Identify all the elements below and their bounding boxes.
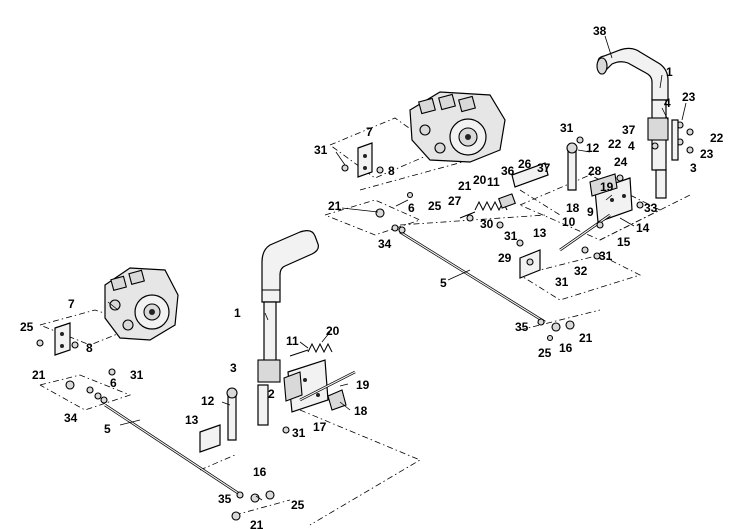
- callout-10: 10: [562, 215, 576, 229]
- bracket-lower: [54, 322, 71, 356]
- callout-22-b: 22: [710, 131, 724, 145]
- callout-7-lower: 7: [68, 297, 75, 311]
- link-12-upper: [566, 142, 578, 191]
- callout-13-lower: 13: [185, 413, 199, 427]
- callouts: 38 1 23 4 37 22 4 22 23 3 31 12 26 37 24…: [20, 24, 724, 529]
- spring-lower: [289, 342, 333, 357]
- callout-16-lower: 16: [253, 465, 267, 479]
- callout-21-lower-b: 21: [250, 518, 264, 529]
- pivot-shaft-upper: [559, 213, 611, 252]
- callout-6-upper: 6: [408, 201, 415, 215]
- callout-1-lower: 1: [234, 306, 241, 320]
- pivot-plate-upper: [589, 173, 633, 223]
- callout-11-lower: 11: [286, 334, 299, 348]
- callout-34-upper: 34: [378, 237, 392, 251]
- callout-19-upper: 19: [600, 180, 614, 194]
- callout-25-upper-b: 25: [538, 346, 552, 360]
- callout-9: 9: [587, 205, 594, 219]
- callout-31-lower-a: 31: [130, 368, 144, 382]
- callout-37-b: 37: [537, 161, 551, 175]
- callout-21-upper-c: 21: [579, 331, 593, 345]
- callout-2: 2: [268, 387, 275, 401]
- hydro-pump-upper: [409, 91, 506, 163]
- block-18-lower: [327, 389, 347, 411]
- callout-20-upper: 20: [473, 173, 487, 187]
- mount-bolts-right: [671, 119, 694, 161]
- callout-37-a: 37: [622, 123, 636, 137]
- callout-5-lower: 5: [104, 422, 111, 436]
- callout-13-upper: 13: [533, 226, 547, 240]
- control-rod-lower: [104, 403, 239, 495]
- callout-8-upper: 8: [388, 164, 395, 178]
- callout-21-lower-a: 21: [32, 368, 46, 382]
- link-26-upper: [511, 162, 549, 188]
- callout-25-lower-b: 25: [291, 498, 305, 512]
- bracket-13-lower: [199, 424, 221, 453]
- link-12-lower: [226, 387, 238, 441]
- callout-29: 29: [498, 251, 512, 265]
- callout-26: 26: [518, 157, 532, 171]
- callout-36: 36: [501, 164, 515, 178]
- callout-30: 30: [480, 217, 494, 231]
- callout-20-lower: 20: [326, 324, 340, 338]
- control-handle-right: [596, 47, 669, 199]
- callout-5-upper: 5: [440, 276, 447, 290]
- callout-27: 27: [448, 194, 462, 208]
- callout-33: 33: [644, 201, 658, 215]
- callout-21-upper-a: 21: [458, 179, 472, 193]
- callout-31-a: 31: [560, 121, 574, 135]
- callout-24: 24: [614, 155, 628, 169]
- spring-upper: [459, 193, 516, 219]
- leader-lines: [107, 35, 687, 501]
- callout-31-d: 31: [555, 275, 569, 289]
- callout-1-upper: 1: [666, 65, 673, 79]
- callout-31-b: 31: [504, 229, 518, 243]
- callout-7-upper: 7: [366, 125, 373, 139]
- callout-21-upper-b: 21: [328, 199, 342, 213]
- callout-6-lower: 6: [110, 376, 117, 390]
- callout-23-a: 23: [682, 90, 696, 104]
- callout-4-b: 4: [628, 139, 635, 153]
- callout-16-upper: 16: [559, 341, 573, 355]
- callout-3-upper: 3: [690, 161, 697, 175]
- callout-14: 14: [636, 221, 650, 235]
- callout-35-upper: 35: [515, 320, 529, 334]
- callout-35-lower: 35: [218, 492, 232, 506]
- control-rod-upper: [399, 230, 546, 324]
- control-handle-left: [257, 230, 319, 426]
- pivot-plate-lower: [283, 359, 329, 413]
- callout-31-lower-b: 31: [292, 426, 306, 440]
- callout-25-upper: 25: [428, 199, 442, 213]
- callout-22-a: 22: [608, 137, 622, 151]
- callout-17: 17: [313, 420, 327, 434]
- hydro-pump-lower: [104, 267, 179, 341]
- callout-15: 15: [617, 235, 631, 249]
- callout-34-lower: 34: [64, 411, 78, 425]
- callout-3-lower: 3: [230, 361, 237, 375]
- callout-32: 32: [574, 264, 588, 278]
- callout-12-upper: 12: [586, 141, 600, 155]
- hardware: [36, 136, 659, 521]
- callout-31-e: 31: [314, 143, 328, 157]
- callout-12-lower: 12: [201, 394, 215, 408]
- callout-8-lower: 8: [86, 341, 93, 355]
- pivot-shaft-lower: [299, 370, 356, 402]
- callout-18-upper: 18: [566, 201, 580, 215]
- bracket-upper: [357, 142, 373, 178]
- callout-23-b: 23: [700, 147, 714, 161]
- callout-28: 28: [588, 164, 602, 178]
- callout-11-upper: 11: [487, 175, 500, 189]
- callout-19-lower: 19: [356, 378, 370, 392]
- callout-31-c: 31: [599, 249, 613, 263]
- callout-25-lower-a: 25: [20, 320, 34, 334]
- callout-38-upper: 38: [593, 24, 607, 38]
- callout-4-a: 4: [664, 96, 671, 110]
- callout-18-lower: 18: [354, 404, 368, 418]
